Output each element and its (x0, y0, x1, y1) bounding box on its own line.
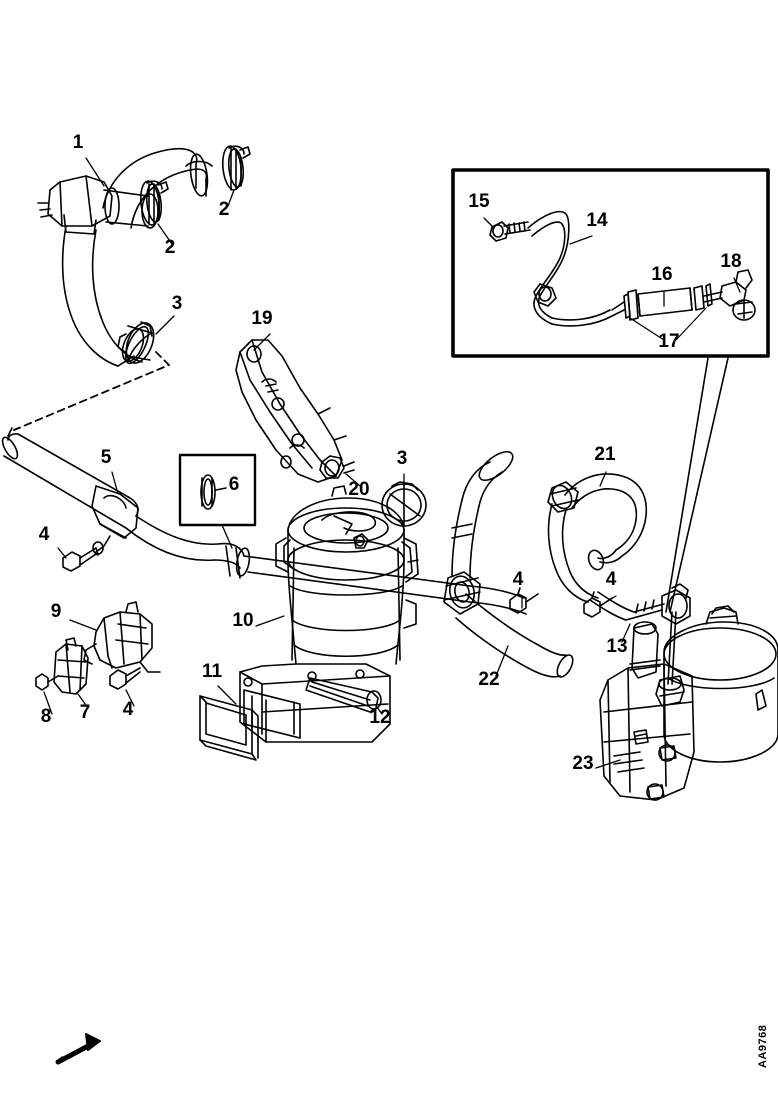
callout-2a: 2 (219, 199, 230, 220)
callout-21: 21 (594, 444, 616, 465)
part-4-bolt-bracket (109, 667, 141, 690)
callout-leader-lines (43, 157, 741, 769)
part-5-intake-tube (1, 433, 251, 579)
callout-8: 8 (41, 706, 52, 727)
callout-6: 6 (229, 474, 240, 495)
part-15-fitting-nut (489, 221, 531, 242)
callout-11: 11 (202, 661, 223, 682)
callout-1: 1 (73, 132, 84, 153)
callout-3a: 3 (172, 293, 183, 314)
part-17-leader-lines (629, 307, 707, 341)
callout-18: 18 (720, 251, 741, 272)
callout-14: 14 (586, 210, 608, 231)
part-4-bolt-right-a (509, 587, 539, 614)
callout-labels: 1 2 2 3 4 5 6 7 8 9 4 10 11 12 19 20 3 2… (39, 132, 742, 774)
part-9-support-bracket (83, 601, 161, 673)
part-14-vacuum-line (527, 210, 613, 327)
callout-4d: 4 (606, 569, 617, 590)
inset-detail-box-seal (178, 453, 257, 527)
part-4-bolt-tube-collar (62, 547, 99, 572)
part-3-clamp-band-left (117, 321, 155, 364)
callout-2b: 2 (165, 237, 176, 258)
part-23-reservoir-and-pump (599, 605, 778, 801)
part-16-inline-valve (611, 283, 723, 321)
direction-arrow (55, 1033, 101, 1065)
part-20-bolt (319, 455, 355, 479)
callout-7: 7 (80, 702, 91, 723)
callout-4a: 4 (39, 524, 50, 545)
callout-22: 22 (478, 669, 499, 690)
callout-23: 23 (572, 753, 593, 774)
callout-19: 19 (251, 308, 272, 329)
inset-detail-box-vacuum (451, 168, 770, 358)
callout-10: 10 (232, 610, 253, 631)
callout-20: 20 (348, 479, 369, 500)
part-11-gasket (199, 695, 259, 761)
part-12-stud-bolt (305, 677, 382, 713)
seal-box-leader (221, 524, 233, 549)
part-1-intake-hose-upper (37, 148, 213, 367)
callout-15: 15 (468, 191, 490, 212)
crossing-intake-tube (243, 555, 527, 615)
callout-13: 13 (606, 636, 627, 657)
inset-leader-cone (665, 357, 729, 613)
dashed-reference-line (13, 351, 170, 431)
callout-16: 16 (651, 264, 672, 285)
drawing-id-watermark: AA9768 (757, 1025, 769, 1068)
part-2-hose-clamp-lower (139, 180, 169, 226)
callout-3b: 3 (397, 448, 408, 469)
callout-4b: 4 (123, 699, 134, 720)
part-7-bracket-plate (53, 637, 89, 695)
callout-12: 12 (369, 707, 390, 728)
part-8-nut (35, 673, 59, 691)
callout-5: 5 (101, 447, 112, 468)
part-21-coolant-hose-upper (547, 473, 648, 603)
callout-17: 17 (658, 331, 679, 352)
callout-4c: 4 (513, 569, 524, 590)
callout-9: 9 (51, 601, 62, 622)
